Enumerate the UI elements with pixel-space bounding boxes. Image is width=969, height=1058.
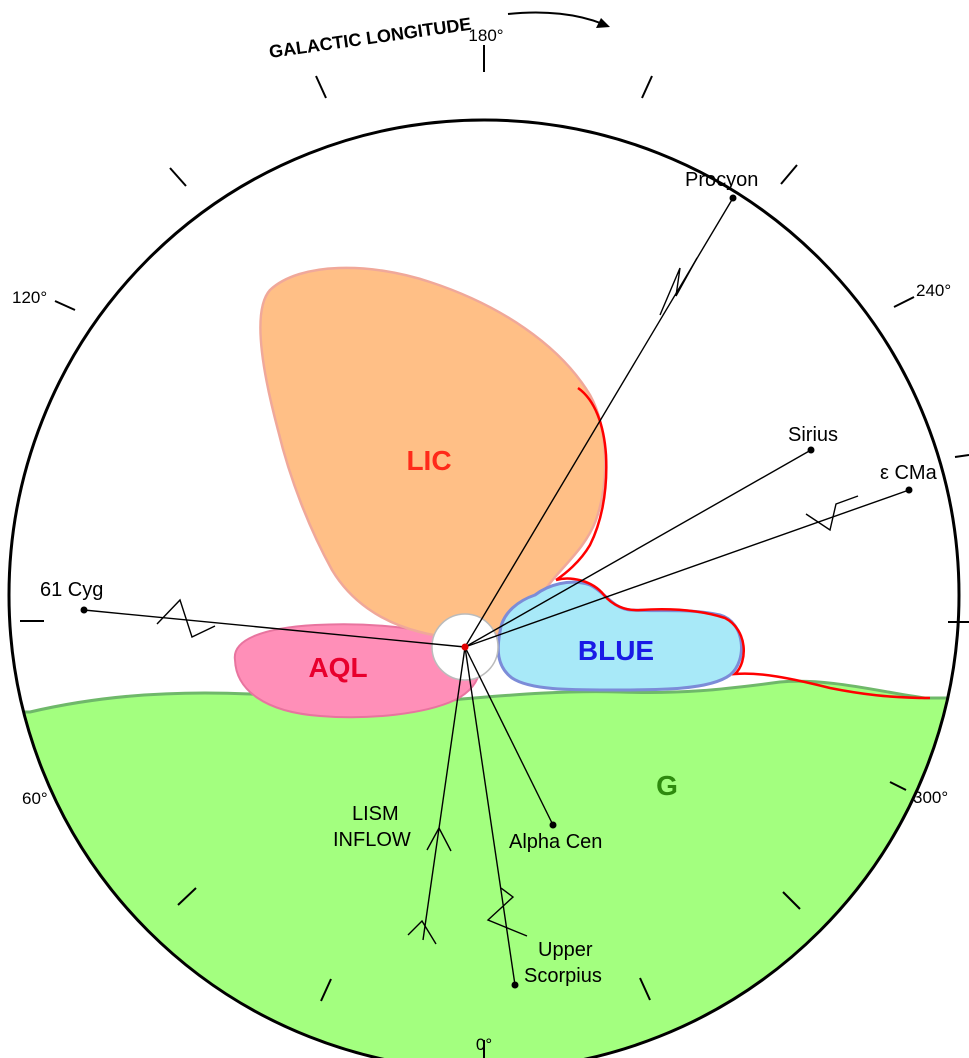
cyg61-zigzag <box>156 598 216 638</box>
label-180: 180° <box>468 26 503 45</box>
zigzags <box>156 257 859 937</box>
procyon-zigzag <box>659 257 698 316</box>
inflow-chevron-upper <box>426 826 452 852</box>
inflow-label-1: LISM <box>352 803 399 825</box>
title-arrow <box>507 11 604 25</box>
label-0: 0° <box>476 1035 492 1054</box>
tick-240 <box>893 296 915 308</box>
eps-cma-label: ε CMa <box>880 462 938 484</box>
cyg61-line <box>83 609 466 648</box>
upper-sco-label-1: Upper <box>538 939 593 961</box>
sirius-label: Sirius <box>788 424 838 446</box>
sirius-dot <box>807 446 815 454</box>
procyon-dot <box>729 194 737 202</box>
cloud-regions <box>9 266 959 1058</box>
procyon-label: Procyon <box>685 169 758 191</box>
tick-marks <box>20 45 969 1058</box>
inflow-chevrons <box>407 826 452 945</box>
tick-210 <box>780 164 798 185</box>
galactic-longitude-title: GALACTIC LONGITUDE <box>268 14 473 62</box>
blue-red-boundary <box>555 577 931 700</box>
eps-cma-dot <box>905 486 913 494</box>
inflow-chevron-lower <box>407 919 437 945</box>
longitude-circle <box>7 118 961 1058</box>
tick-330 <box>782 891 801 910</box>
eps-cma-zigzag <box>805 495 859 532</box>
tick-270 <box>954 454 969 458</box>
star-dots <box>80 194 913 989</box>
upper-sco-line <box>464 646 516 986</box>
sun-dot <box>461 643 469 651</box>
title-arrowhead <box>596 18 610 28</box>
upper-sco-zigzag <box>486 887 528 937</box>
tick-30 <box>320 978 332 1002</box>
upper-sco-dot <box>511 981 519 989</box>
tick-120 <box>54 300 76 311</box>
alpha-cen-line <box>464 646 554 826</box>
alpha-cen-dot <box>549 821 557 829</box>
cyg61-label: 61 Cyg <box>40 579 103 601</box>
tick-60 <box>177 887 197 906</box>
label-60: 60° <box>22 789 48 808</box>
upper-sco-label-2: Scorpius <box>524 965 602 987</box>
alpha-cen-label: Alpha Cen <box>509 831 602 853</box>
tick-345 <box>639 977 651 1001</box>
tick-150 <box>169 167 187 187</box>
g-cloud <box>9 679 959 1058</box>
inflow-label-2: INFLOW <box>333 829 411 851</box>
lic-label: LIC <box>406 445 451 476</box>
tick-160 <box>315 75 327 99</box>
tick-300 <box>889 781 907 791</box>
blue-label: BLUE <box>578 635 654 666</box>
inflow-line <box>422 646 466 941</box>
g-label: G <box>656 770 678 801</box>
label-300: 300° <box>913 788 948 807</box>
sirius-line <box>464 449 812 648</box>
cyg61-dot <box>80 606 88 614</box>
label-240: 240° <box>916 281 951 300</box>
label-120: 120° <box>12 288 47 307</box>
aql-label: AQL <box>308 652 367 683</box>
tick-200 <box>641 75 653 99</box>
eps-cma-line <box>464 489 910 648</box>
lic-red-boundary <box>555 386 608 582</box>
